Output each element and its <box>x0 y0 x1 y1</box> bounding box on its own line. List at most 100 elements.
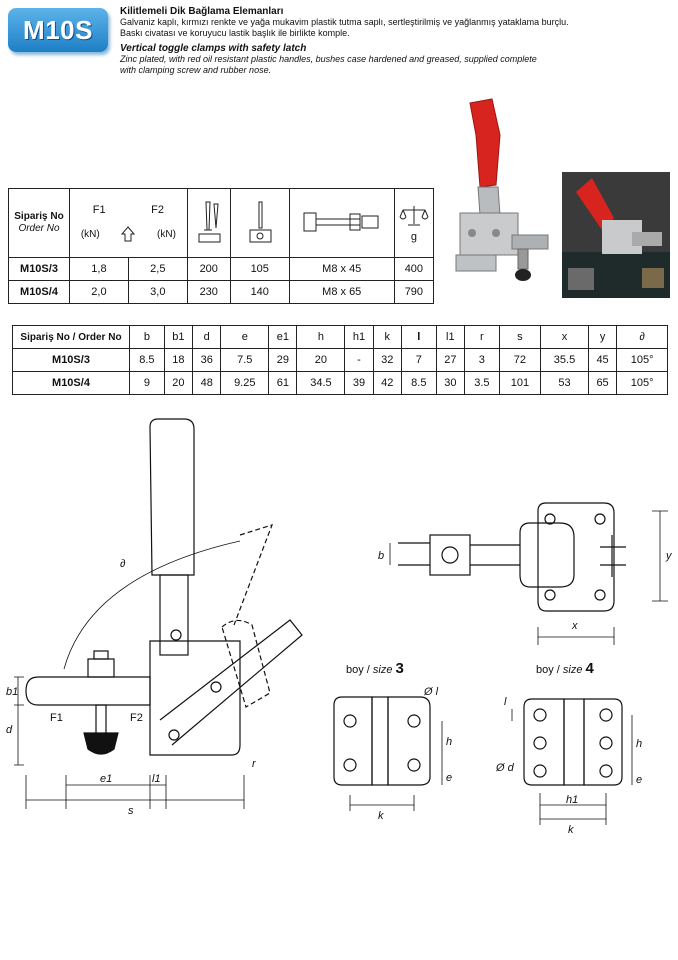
svg-text:k: k <box>378 810 384 822</box>
order-id: M10S/3 <box>8 257 70 281</box>
svg-text:b: b <box>378 550 384 562</box>
col-header: k <box>372 325 402 349</box>
cell: 72 <box>498 348 542 372</box>
description-header: Kilitlemeli Dik Bağlama Elemanları Galva… <box>120 6 600 76</box>
svg-text:F1: F1 <box>50 712 63 724</box>
desc-en-1: Zinc plated, with red oil resistant plas… <box>120 54 537 64</box>
screw-icon <box>303 212 379 231</box>
col-header: e1 <box>268 325 298 349</box>
col-header: h <box>296 325 346 349</box>
cell: 3,0 <box>127 280 188 304</box>
svg-text:s: s <box>128 805 134 817</box>
f1-label: F1 <box>92 204 106 216</box>
cell: 18 <box>163 348 194 372</box>
base-size-3 <box>333 696 443 811</box>
cell: 29 <box>268 348 298 372</box>
screw-icon-cell <box>288 188 395 258</box>
svg-text:boy / size 3: boy / size 3 <box>346 660 404 677</box>
cell: 35.5 <box>540 348 589 372</box>
title-en: Vertical toggle clamps with safety latch <box>120 43 307 54</box>
svg-text:d: d <box>6 724 13 736</box>
gram-label: g <box>410 230 417 243</box>
model-code: M10S <box>23 14 93 45</box>
cell: 105° <box>616 348 668 372</box>
dimension-table: Sipariş No / Order No b b1 d e e1 h h1 k… <box>12 325 668 395</box>
svg-text:e: e <box>446 772 452 784</box>
cell: 20 <box>163 371 194 395</box>
col-header: y <box>587 325 618 349</box>
cell: M8 x 45 <box>288 257 395 281</box>
svg-text:Ø l: Ø l <box>423 686 439 698</box>
svg-text:l: l <box>504 696 507 708</box>
svg-text:boy / size 4: boy / size 4 <box>536 660 595 677</box>
cell: 105 <box>229 257 290 281</box>
cell: 2,0 <box>69 280 129 304</box>
svg-text:e1: e1 <box>100 773 112 785</box>
side-view-labels: b1 d F1 F2 e1 l1 s r ∂ <box>6 558 257 817</box>
col-header: l <box>400 325 437 349</box>
order-no-header: Sipariş No / Order No <box>12 325 130 349</box>
model-badge: M10S <box>8 8 108 52</box>
cell: 230 <box>186 280 231 304</box>
desc-tr-1: Galvaniz kaplı, kırmızı renkte ve yağa m… <box>120 17 569 27</box>
application-photo <box>562 172 670 298</box>
cell: 7 <box>400 348 437 372</box>
cell: 48 <box>192 371 222 395</box>
svg-text:Ø d: Ø d <box>495 762 515 774</box>
cell: 101 <box>498 371 542 395</box>
svg-text:b1: b1 <box>6 686 18 698</box>
order-id: M10S/4 <box>12 371 130 395</box>
table-row: M10S/3 8.5 18 36 7.5 29 20 - 32 7 27 3 7… <box>12 348 668 372</box>
base-size-4 <box>511 698 633 825</box>
side-view <box>14 418 303 809</box>
svg-text:F2: F2 <box>130 712 143 724</box>
force-header: F1 F2 (kN) (kN) <box>69 188 188 258</box>
product-photo <box>455 98 549 281</box>
table-row: M10S/3 1,8 2,5 200 105 M8 x 45 400 <box>8 257 435 281</box>
arrow-up-icon <box>121 226 136 242</box>
cell: 9 <box>129 371 165 395</box>
cell: 8.5 <box>400 371 437 395</box>
size-captions: boy / size 3 boy / size 4 <box>346 660 595 677</box>
col-header: ∂ <box>616 325 668 349</box>
cell: 32 <box>372 348 402 372</box>
cell: 42 <box>372 371 402 395</box>
col-header: h1 <box>344 325 374 349</box>
open-height-icon-cell <box>186 188 231 258</box>
cell: 65 <box>587 371 618 395</box>
table-row: M10S/4 9 20 48 9.25 61 34.5 39 42 8.5 30… <box>12 371 668 395</box>
f2-label: F2 <box>151 204 164 216</box>
cell: 9.25 <box>220 371 270 395</box>
col-header: e <box>220 325 270 349</box>
clamp-closed-icon <box>249 201 272 242</box>
cell: 53 <box>540 371 589 395</box>
cell: 7.5 <box>220 348 270 372</box>
cell: 2,5 <box>127 257 188 281</box>
col-header: b1 <box>163 325 194 349</box>
col-header: r <box>463 325 500 349</box>
svg-text:l1: l1 <box>152 773 161 785</box>
cell: 400 <box>393 257 435 281</box>
scale-icon <box>399 205 429 225</box>
cell: M8 x 65 <box>288 280 395 304</box>
col-header: l1 <box>435 325 465 349</box>
base-size-4-labels: h1 k h e l Ø d <box>495 696 642 836</box>
svg-text:∂: ∂ <box>120 558 126 570</box>
dimension-header-row: Sipariş No / Order No b b1 d e e1 h h1 k… <box>12 325 668 349</box>
svg-text:h: h <box>446 736 452 748</box>
cell: 45 <box>587 348 618 372</box>
base-size-3-labels: k h e Ø l <box>378 686 452 822</box>
svg-text:h: h <box>636 738 642 750</box>
svg-text:e: e <box>636 774 642 786</box>
cell: 3.5 <box>463 371 500 395</box>
col-header: b <box>129 325 165 349</box>
top-view <box>389 502 668 645</box>
cell: 105° <box>616 371 668 395</box>
technical-drawing: b1 d F1 F2 e1 l1 s r ∂ b x y boy / size … <box>6 418 673 836</box>
cell: 34.5 <box>296 371 346 395</box>
svg-text:h1: h1 <box>566 794 578 806</box>
cell: 1,8 <box>69 257 129 281</box>
weight-header: g <box>393 188 435 258</box>
cell: 30 <box>435 371 465 395</box>
